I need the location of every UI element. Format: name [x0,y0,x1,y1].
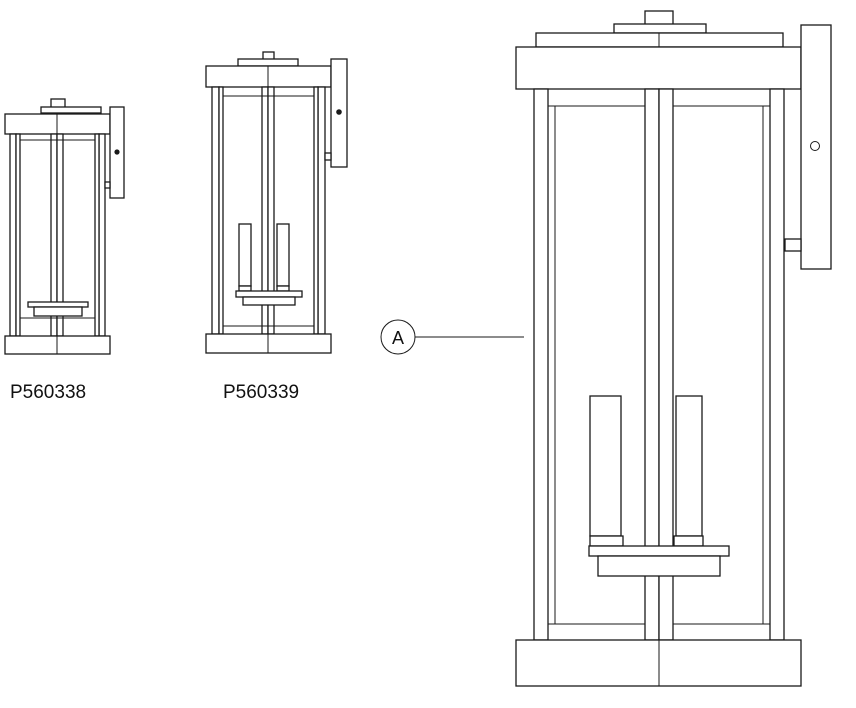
lantern-medium [205,51,348,354]
callout-a-letter: A [392,328,404,348]
callout-a: A [380,319,524,355]
lantern-small [4,98,125,355]
model-label-small: P560338 [10,382,86,403]
model-label-medium: P560339 [223,382,299,403]
lantern-large [515,10,832,687]
